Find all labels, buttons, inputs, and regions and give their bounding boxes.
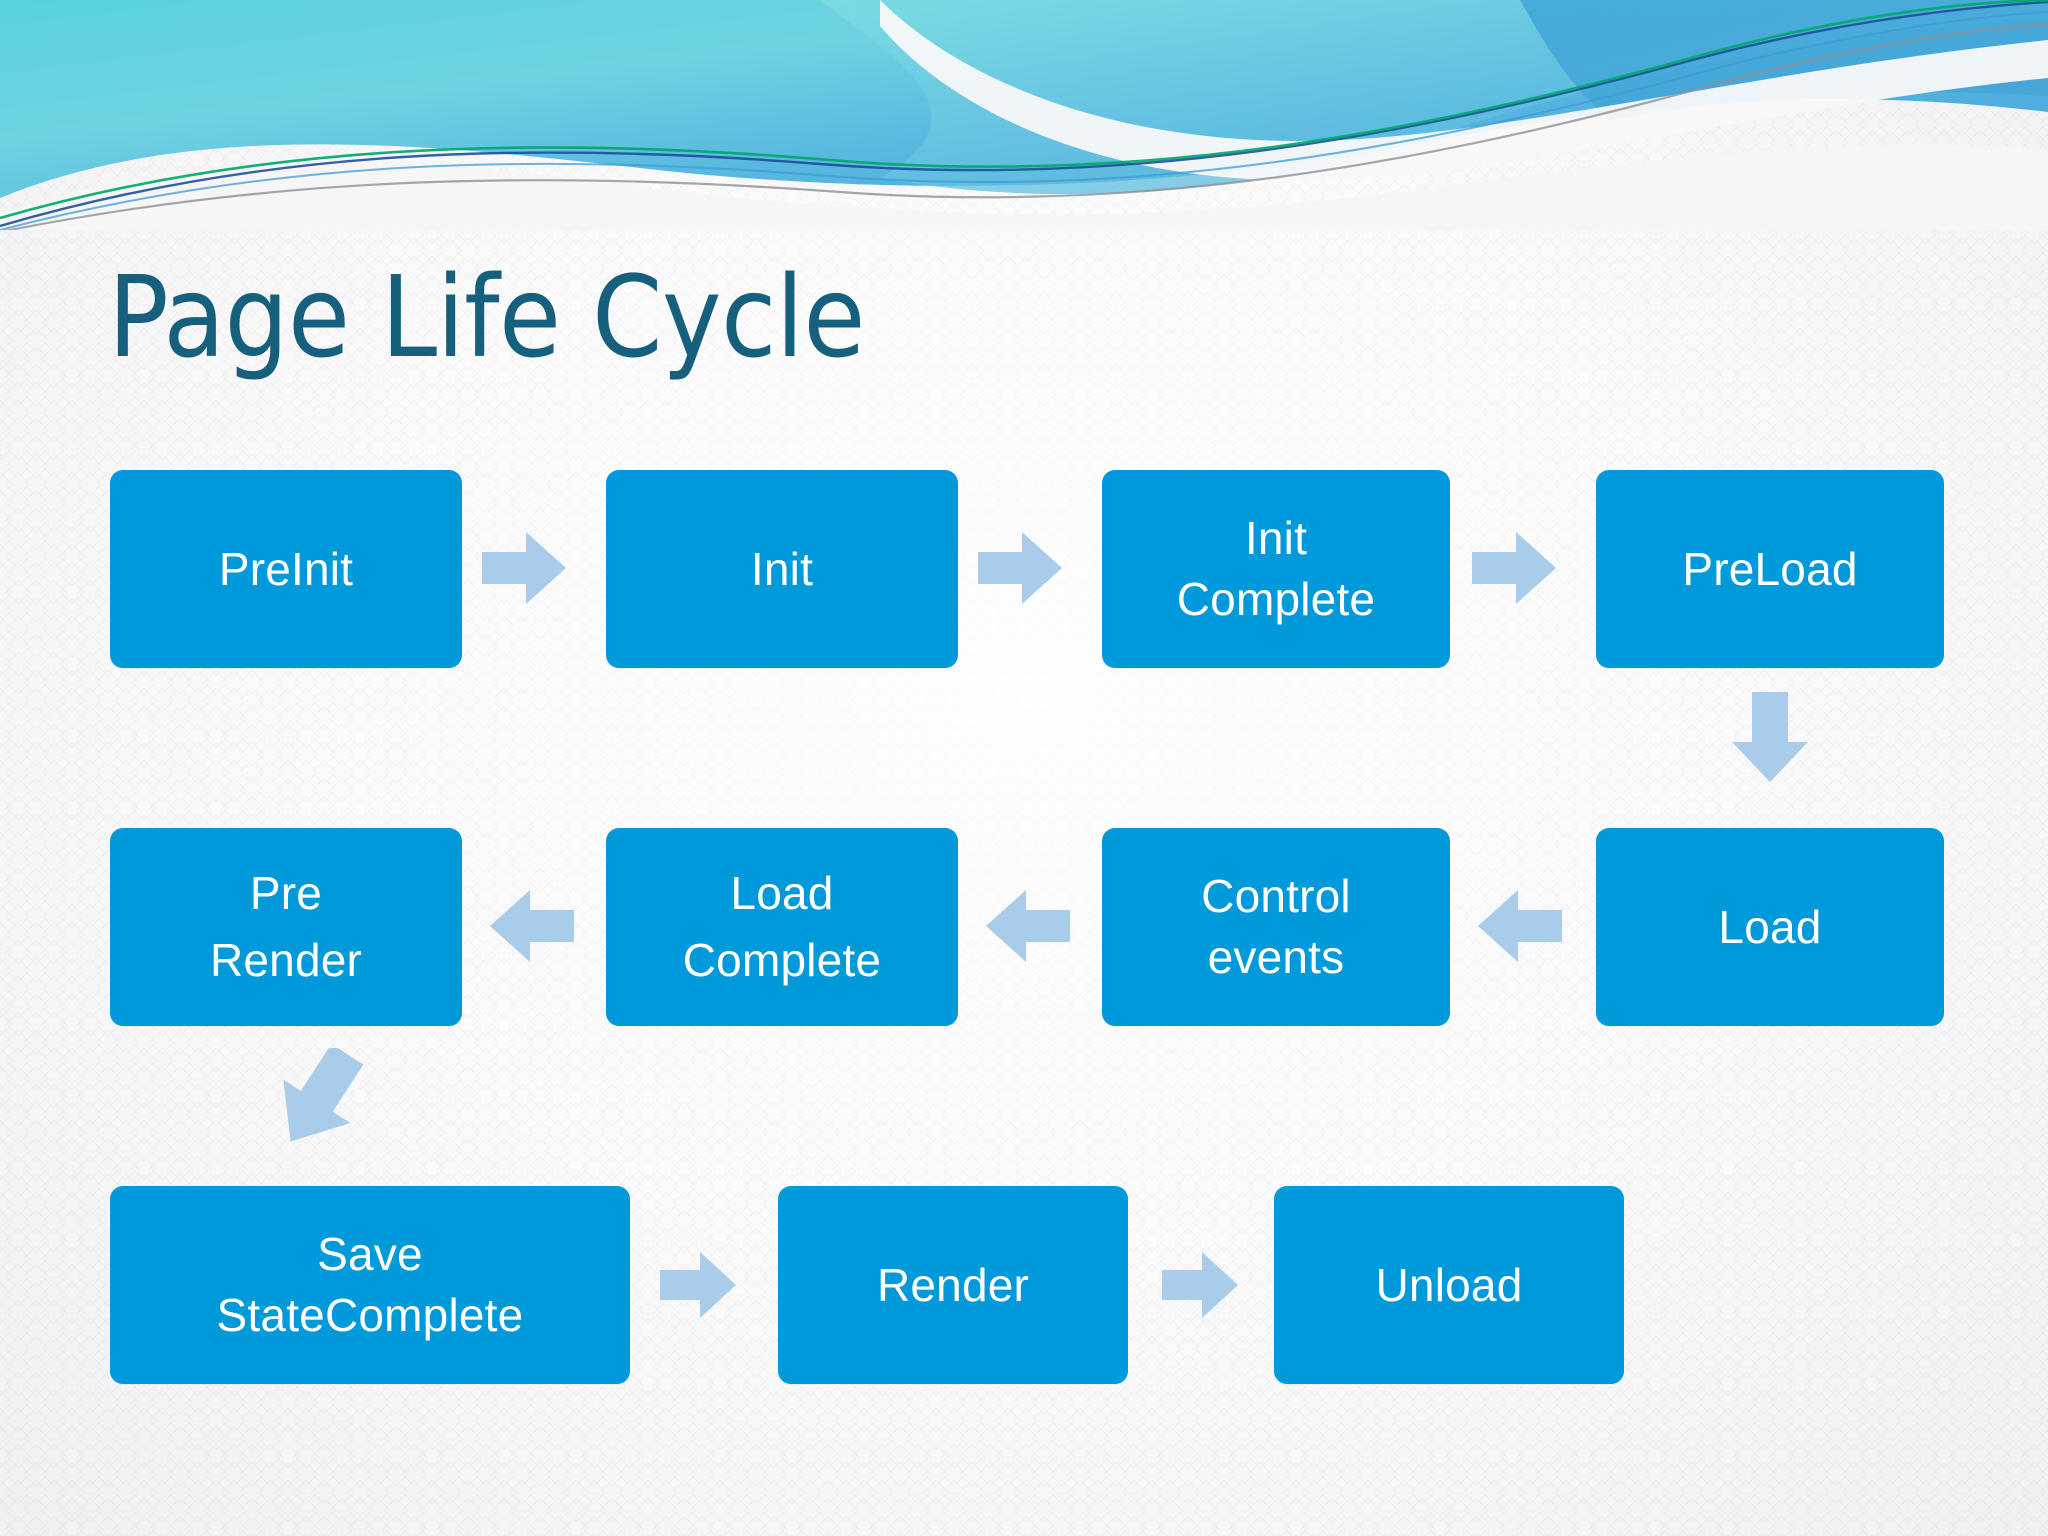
flow-node-save-state-complete[interactable]: Save StateComplete — [110, 1186, 630, 1384]
arrow-right-icon-init-to-init-complete — [978, 528, 1062, 608]
flow-node-init[interactable]: Init — [606, 470, 958, 668]
flow-node-pre-render[interactable]: Pre Render — [110, 828, 462, 1026]
arrow-right-icon-init-complete-to-preload — [1472, 528, 1556, 608]
flow-node-preload[interactable]: PreLoad — [1596, 470, 1944, 668]
flow-node-init-complete[interactable]: Init Complete — [1102, 470, 1450, 668]
arrow-right-icon-render-to-unload — [1162, 1248, 1238, 1322]
arrow-right-icon-save-state-complete-to-render — [660, 1248, 736, 1322]
flow-node-load[interactable]: Load — [1596, 828, 1944, 1026]
flow-node-unload[interactable]: Unload — [1274, 1186, 1624, 1384]
flow-node-load-complete[interactable]: Load Complete — [606, 828, 958, 1026]
arrow-right-icon-preinit-to-init — [482, 528, 566, 608]
flow-node-render[interactable]: Render — [778, 1186, 1128, 1384]
flow-node-control-events[interactable]: Control events — [1102, 828, 1450, 1026]
arrow-left-icon-control-events-to-load-complete — [986, 886, 1070, 966]
arrow-down-icon-preload-to-load — [1728, 692, 1812, 782]
arrow-left-icon-load-to-control-events — [1478, 886, 1562, 966]
header-wave-graphic — [0, 0, 2048, 234]
flow-node-preinit[interactable]: PreInit — [110, 470, 462, 668]
arrow-down-right-icon-pre-render-to-save-state-complete — [266, 1048, 376, 1160]
arrow-left-icon-load-complete-to-pre-render — [490, 886, 574, 966]
page-title: Page Life Cycle — [108, 253, 865, 383]
